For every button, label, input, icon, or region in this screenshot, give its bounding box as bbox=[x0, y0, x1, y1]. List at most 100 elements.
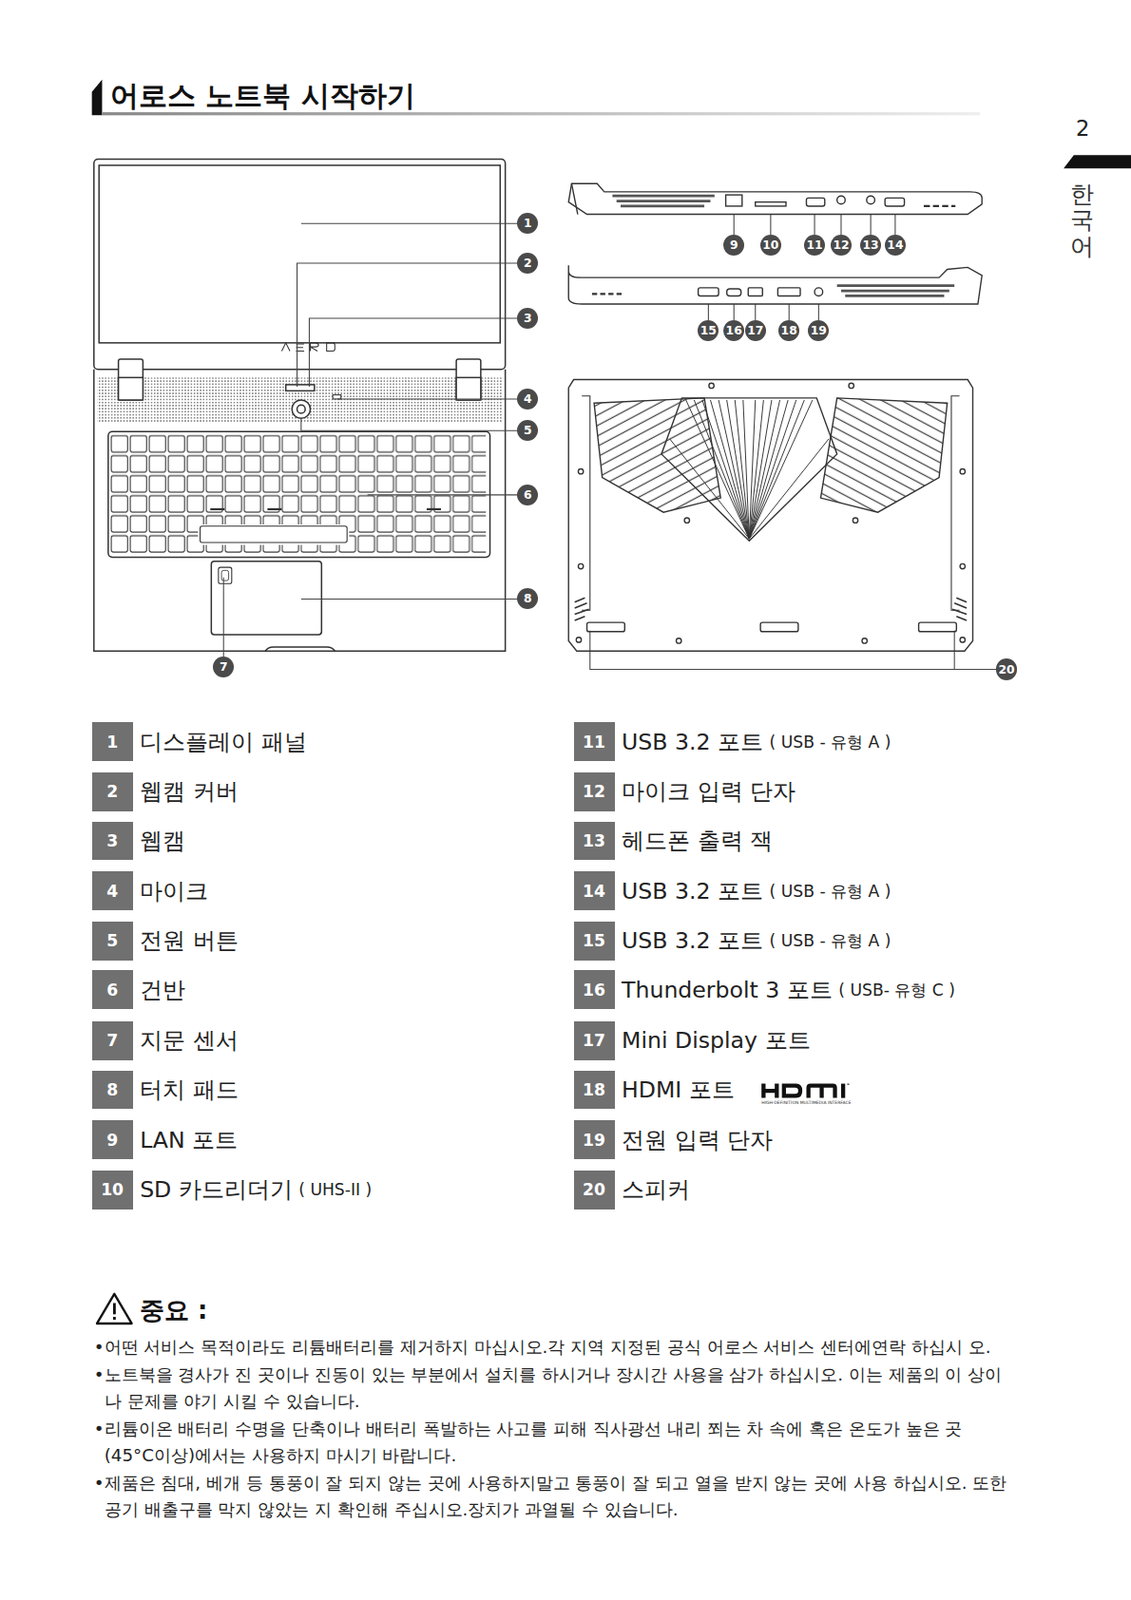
callout-text: 16 bbox=[726, 324, 743, 338]
page-title: 어로스 노트북 시작하기 bbox=[110, 76, 416, 116]
callout-text: 12 bbox=[832, 238, 849, 252]
callout-text: 19 bbox=[810, 324, 827, 338]
part-name: 웹캠 커버 bbox=[139, 776, 239, 807]
callout-number: 8 bbox=[517, 588, 538, 610]
part-spec: ( USB - 유형 A ) bbox=[769, 929, 892, 953]
legend-row: 2웹캠 커버 bbox=[92, 772, 239, 812]
number-box: 5 bbox=[92, 921, 134, 961]
part-name: 터치 패드 bbox=[139, 1074, 239, 1106]
callout-number: 5 bbox=[517, 420, 538, 441]
number-box: 2 bbox=[92, 772, 134, 812]
legend-row: 19전원 입력 단자 bbox=[574, 1120, 773, 1160]
number-box: 15 bbox=[574, 921, 615, 961]
part-name: USB 3.2 포트 bbox=[621, 876, 764, 907]
callout-text: 10 bbox=[762, 238, 779, 252]
legend-row: 10SD 카드리더기( UHS-II ) bbox=[92, 1170, 373, 1210]
callout-number: 16 bbox=[723, 320, 745, 342]
callout-number: 15 bbox=[697, 320, 719, 342]
callout-text: 17 bbox=[747, 324, 764, 338]
callout-text: 14 bbox=[886, 238, 903, 252]
number-box: 7 bbox=[92, 1021, 134, 1061]
callout-number: 14 bbox=[884, 234, 906, 256]
callout-text: 15 bbox=[700, 324, 717, 338]
number-box: 9 bbox=[92, 1120, 134, 1160]
number-box: 8 bbox=[92, 1071, 134, 1111]
callout-number: 9 bbox=[723, 234, 745, 256]
callout-text: 5 bbox=[523, 423, 533, 438]
part-name: 스피커 bbox=[621, 1174, 691, 1206]
legend-row: 8터치 패드 bbox=[92, 1071, 239, 1111]
part-name: 전원 버튼 bbox=[139, 925, 239, 957]
legend-row: 1디스플레이 패널 bbox=[92, 722, 307, 762]
note-bullet: •노트북을 경사가 진 곳이나 진동이 있는 부분에서 설치를 하시거나 장시간… bbox=[94, 1361, 1014, 1417]
legend-row: 4마이크 bbox=[92, 871, 209, 911]
callout-text: 13 bbox=[862, 238, 880, 252]
number-box: 16 bbox=[574, 970, 615, 1010]
part-name: 마이크 입력 단자 bbox=[621, 776, 796, 807]
number-box: 11 bbox=[574, 722, 615, 762]
logo-tagline: HIGH-DEFINITION MULTIMEDIA INTERFACE bbox=[761, 1100, 851, 1106]
part-name: 지문 센서 bbox=[139, 1025, 239, 1056]
callout-text: 18 bbox=[781, 324, 798, 338]
language-tab: 한국어 bbox=[1070, 181, 1094, 260]
callout-text: 7 bbox=[219, 660, 229, 674]
part-spec: ( UHS-II ) bbox=[298, 1180, 372, 1200]
part-spec: ( USB - 유형 A ) bbox=[769, 880, 892, 903]
callout-number: 10 bbox=[760, 234, 782, 256]
legend-row: 11USB 3.2 포트( USB - 유형 A ) bbox=[574, 722, 892, 762]
callout-number: 18 bbox=[778, 320, 800, 342]
page-number: 2 bbox=[1075, 115, 1090, 141]
callout-text: 3 bbox=[523, 311, 533, 326]
number-box: 6 bbox=[92, 970, 134, 1010]
number-box: 1 bbox=[92, 722, 134, 762]
part-name: 마이크 bbox=[139, 876, 209, 907]
legend-row: 16Thunderbolt 3 포트( USB- 유형 C ) bbox=[574, 970, 956, 1010]
legend-row: 6건반 bbox=[92, 970, 186, 1010]
part-name: USB 3.2 포트 bbox=[621, 727, 764, 758]
legend-row: 20스피커 bbox=[574, 1170, 691, 1210]
legend-row: 9LAN 포트 bbox=[92, 1120, 238, 1160]
callout-text: 9 bbox=[729, 238, 739, 252]
number-box: 10 bbox=[92, 1170, 134, 1210]
callout-number: 19 bbox=[807, 320, 829, 342]
part-name: LAN 포트 bbox=[139, 1125, 238, 1156]
part-spec: ( USB - 유형 A ) bbox=[769, 730, 892, 754]
legend-row: 13헤드폰 출력 잭 bbox=[574, 822, 773, 862]
number-box: 20 bbox=[574, 1170, 615, 1210]
legend-row: 15USB 3.2 포트( USB - 유형 A ) bbox=[574, 921, 892, 961]
callout-text: 11 bbox=[805, 238, 823, 252]
legend-row: 17Mini Display 포트 bbox=[574, 1021, 811, 1061]
callout-text: 2 bbox=[523, 256, 533, 270]
note-bullet: •리튬이온 배터리 수명을 단축이나 배터리 폭발하는 사고를 피해 직사광선 … bbox=[94, 1416, 1014, 1471]
callout-number: 2 bbox=[517, 252, 538, 274]
part-spec: ( USB- 유형 C ) bbox=[838, 978, 956, 1002]
part-name: HDMI 포트 bbox=[621, 1074, 735, 1106]
legend-row: 12마이크 입력 단자 bbox=[574, 772, 796, 812]
callout-text: 1 bbox=[523, 216, 533, 231]
part-name: SD 카드리더기 bbox=[139, 1174, 293, 1206]
number-box: 12 bbox=[574, 772, 615, 812]
callout-text: 8 bbox=[523, 592, 533, 606]
note-bullet: •어떤 서비스 목적이라도 리튬배터리를 제거하지 마십시오.각 지역 지정된 … bbox=[94, 1334, 1014, 1362]
part-name: 디스플레이 패널 bbox=[139, 727, 307, 758]
legend-row: 5전원 버튼 bbox=[92, 921, 239, 961]
part-name: 건반 bbox=[139, 975, 186, 1006]
callout-number: 12 bbox=[830, 234, 852, 256]
callout-text: 6 bbox=[523, 488, 533, 502]
legend-row: 18HDMI 포트 bbox=[574, 1071, 735, 1111]
part-name: Mini Display 포트 bbox=[621, 1025, 811, 1056]
callout-text: 20 bbox=[997, 663, 1015, 677]
part-name: 웹캠 bbox=[139, 825, 186, 857]
note-heading: 중요 : bbox=[139, 1294, 208, 1328]
callout-number: 11 bbox=[804, 234, 825, 256]
part-name: USB 3.2 포트 bbox=[621, 925, 764, 957]
number-box: 14 bbox=[574, 871, 615, 911]
callout-number: 6 bbox=[517, 484, 538, 506]
number-box: 19 bbox=[574, 1120, 615, 1160]
number-box: 18 bbox=[574, 1071, 615, 1111]
part-name: Thunderbolt 3 포트 bbox=[621, 975, 833, 1006]
callout-number: 17 bbox=[745, 320, 767, 342]
callout-number: 7 bbox=[212, 656, 234, 678]
callout-text: 4 bbox=[523, 392, 533, 406]
